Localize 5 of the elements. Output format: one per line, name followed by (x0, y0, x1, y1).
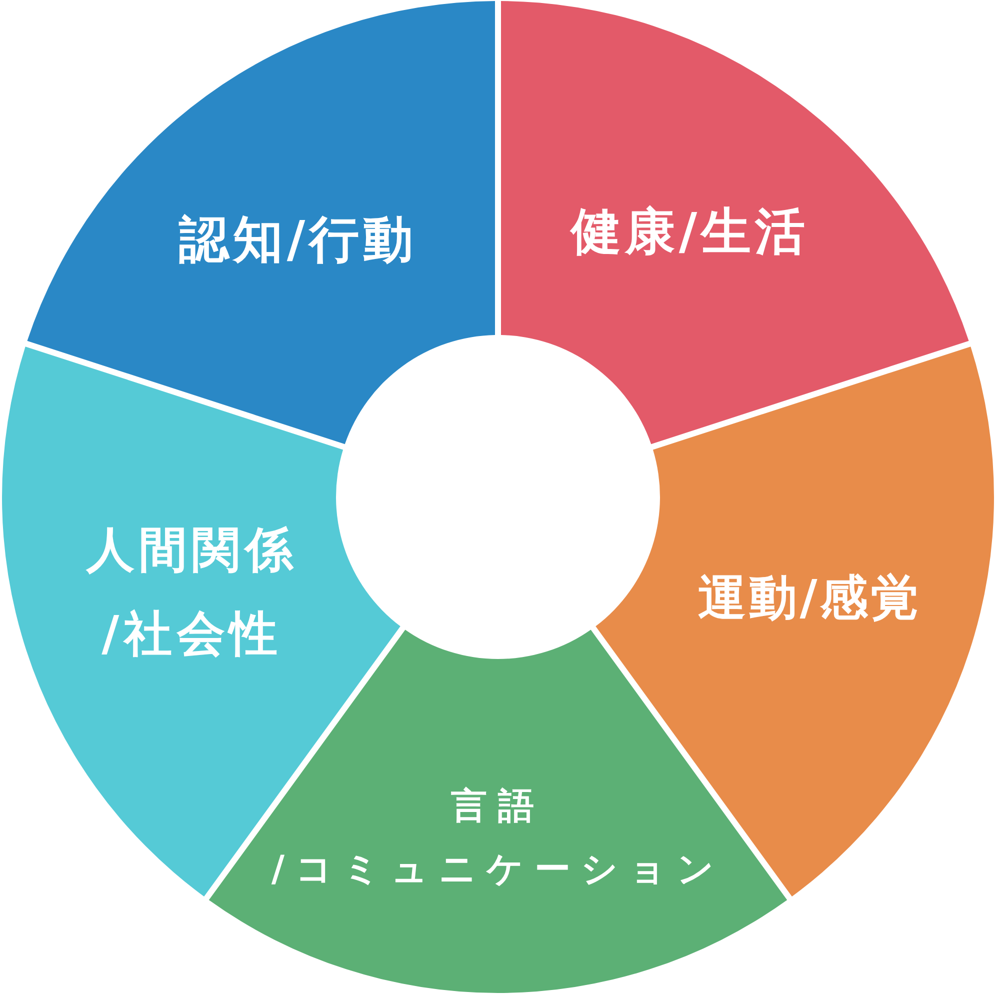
segment-label: 人間関係/社会性 (86, 521, 298, 664)
segment-label: 運動/感覚 (698, 569, 922, 628)
segment-label: 認知/行動 (178, 209, 418, 270)
segment-label: 言語/コミュニケーション (271, 785, 725, 892)
segment-label: 健康/生活 (570, 201, 810, 262)
